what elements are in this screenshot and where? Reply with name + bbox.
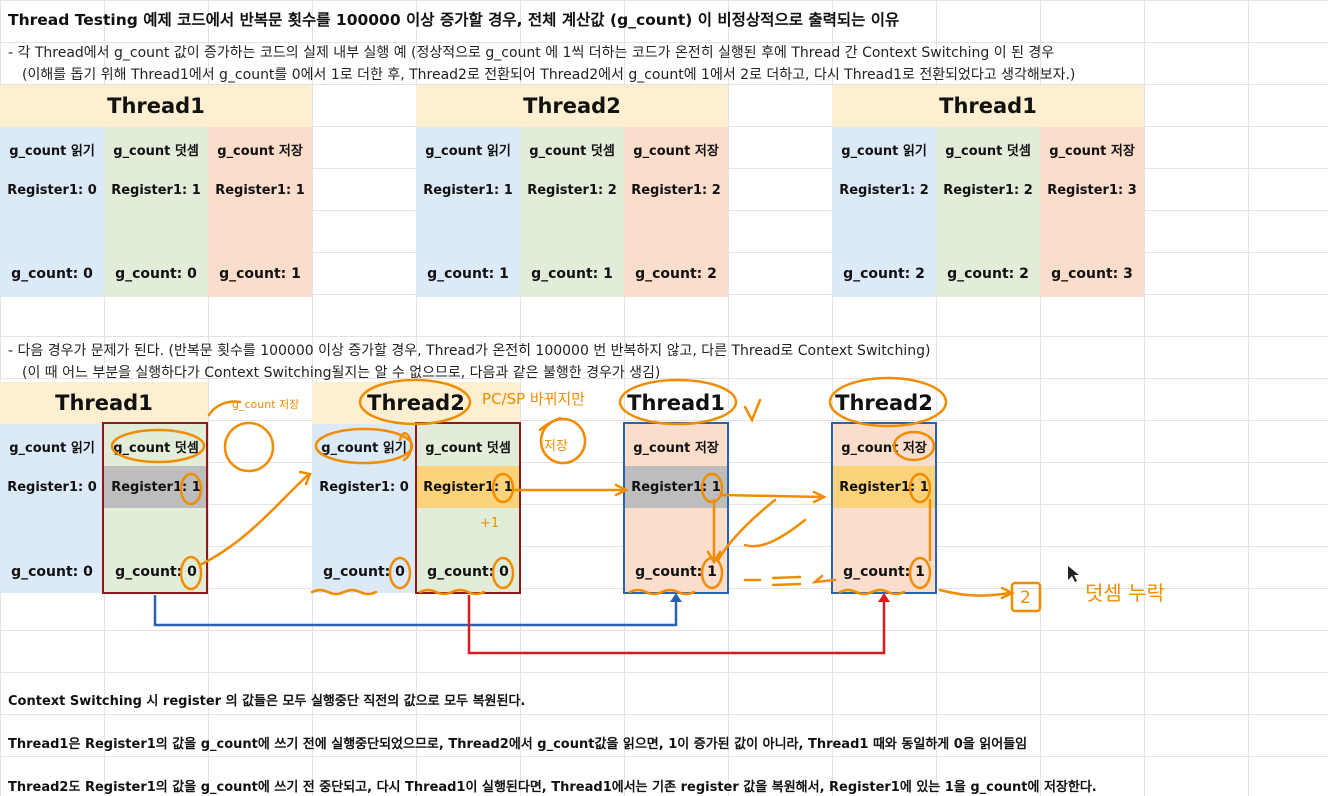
g-count-value: g_count: 1 (843, 564, 925, 580)
register-value: Register1: 1 (215, 183, 305, 198)
op-label: g_count 저장 (633, 144, 719, 159)
column-bg (416, 127, 520, 297)
bottom-note-3: Thread2도 Register1의 값을 g_count에 쓰기 전 중단되… (8, 780, 1097, 795)
thread-header: Thread2 (312, 382, 520, 424)
page-title: Thread Testing 예제 코드에서 반복문 횟수를 100000 이상… (8, 11, 900, 29)
op-label: g_count 읽기 (9, 441, 95, 456)
op-label: g_count 덧셈 (529, 144, 615, 159)
register-value: Register1: 2 (527, 183, 617, 198)
g-count-value: g_count: 0 (323, 564, 405, 580)
g-count-value: g_count: 0 (115, 266, 197, 282)
g-count-value: g_count: 0 (11, 564, 93, 580)
g-count-value: g_count: 1 (531, 266, 613, 282)
register-value: Register1: 2 (631, 183, 721, 198)
g-count-value: g_count: 1 (635, 564, 717, 580)
op-label: g_count 읽기 (321, 441, 407, 456)
op-label: g_count 덧셈 (945, 144, 1031, 159)
column-bg (624, 127, 728, 297)
g-count-value: g_count: 0 (115, 564, 197, 580)
thread-header: Thread2 (416, 85, 728, 127)
g-count-value: g_count: 3 (1051, 266, 1133, 282)
register-value: Register1: 1 (839, 480, 929, 495)
op-label: g_count 저장 (217, 144, 303, 159)
register-value: Register1: 1 (111, 480, 201, 495)
column-bg (936, 127, 1040, 297)
thread-header: Thread1 (0, 382, 208, 424)
bottom-note-1: Context Switching 시 register 의 값들은 모두 실행… (8, 694, 526, 709)
register-value: Register1: 1 (423, 480, 513, 495)
op-label: g_count 읽기 (841, 144, 927, 159)
thread-header: Thread1 (627, 391, 725, 415)
register-value: Register1: 1 (423, 183, 513, 198)
op-label: g_count 저장 (1049, 144, 1135, 159)
register-value: Register1: 0 (319, 480, 409, 495)
register-value: Register1: 0 (7, 183, 97, 198)
g-count-value: g_count: 0 (427, 564, 509, 580)
column-bg (208, 127, 312, 297)
column-bg (104, 127, 208, 297)
register-value: Register1: 1 (111, 183, 201, 198)
section1-note-1: - 각 Thread에서 g_count 값이 증가하는 코드의 실제 내부 실… (8, 45, 1055, 61)
op-label: g_count 덧셈 (425, 441, 511, 456)
register-value: Register1: 0 (7, 480, 97, 495)
column-bg (520, 127, 624, 297)
thread-header: Thread1 (0, 85, 312, 127)
column-bg (0, 424, 104, 593)
g-count-value: g_count: 0 (11, 266, 93, 282)
g-count-value: g_count: 1 (219, 266, 301, 282)
thread-header: Thread1 (832, 85, 1144, 127)
register-value: Register1: 2 (943, 183, 1033, 198)
column-bg (1040, 127, 1144, 297)
op-label: g_count 읽기 (9, 144, 95, 159)
op-label: g_count 저장 (841, 441, 927, 456)
thread-header: Thread2 (835, 391, 933, 415)
register-value: Register1: 3 (1047, 183, 1137, 198)
bottom-note-2: Thread1은 Register1의 값을 g_count에 쓰기 전에 실행… (8, 737, 1028, 752)
g-count-value: g_count: 2 (635, 266, 717, 282)
register-value: Register1: 2 (839, 183, 929, 198)
column-bg (0, 127, 104, 297)
op-label: g_count 저장 (633, 441, 719, 456)
op-label: g_count 덧셈 (113, 441, 199, 456)
g-count-value: g_count: 1 (427, 266, 509, 282)
column-bg (832, 127, 936, 297)
section2-note-2: (이 때 어느 부분을 실행하다가 Context Switching될지는 알… (22, 365, 661, 381)
register-value: Register1: 1 (631, 480, 721, 495)
op-label: g_count 읽기 (425, 144, 511, 159)
op-label: g_count 덧셈 (113, 144, 199, 159)
g-count-value: g_count: 2 (947, 266, 1029, 282)
section1-note-2: (이해를 돕기 위해 Thread1에서 g_count를 0에서 1로 더한 … (22, 67, 1076, 83)
section2-note-1: - 다음 경우가 문제가 된다. (반복문 횟수를 100000 이상 증가할 … (8, 343, 931, 359)
g-count-value: g_count: 2 (843, 266, 925, 282)
